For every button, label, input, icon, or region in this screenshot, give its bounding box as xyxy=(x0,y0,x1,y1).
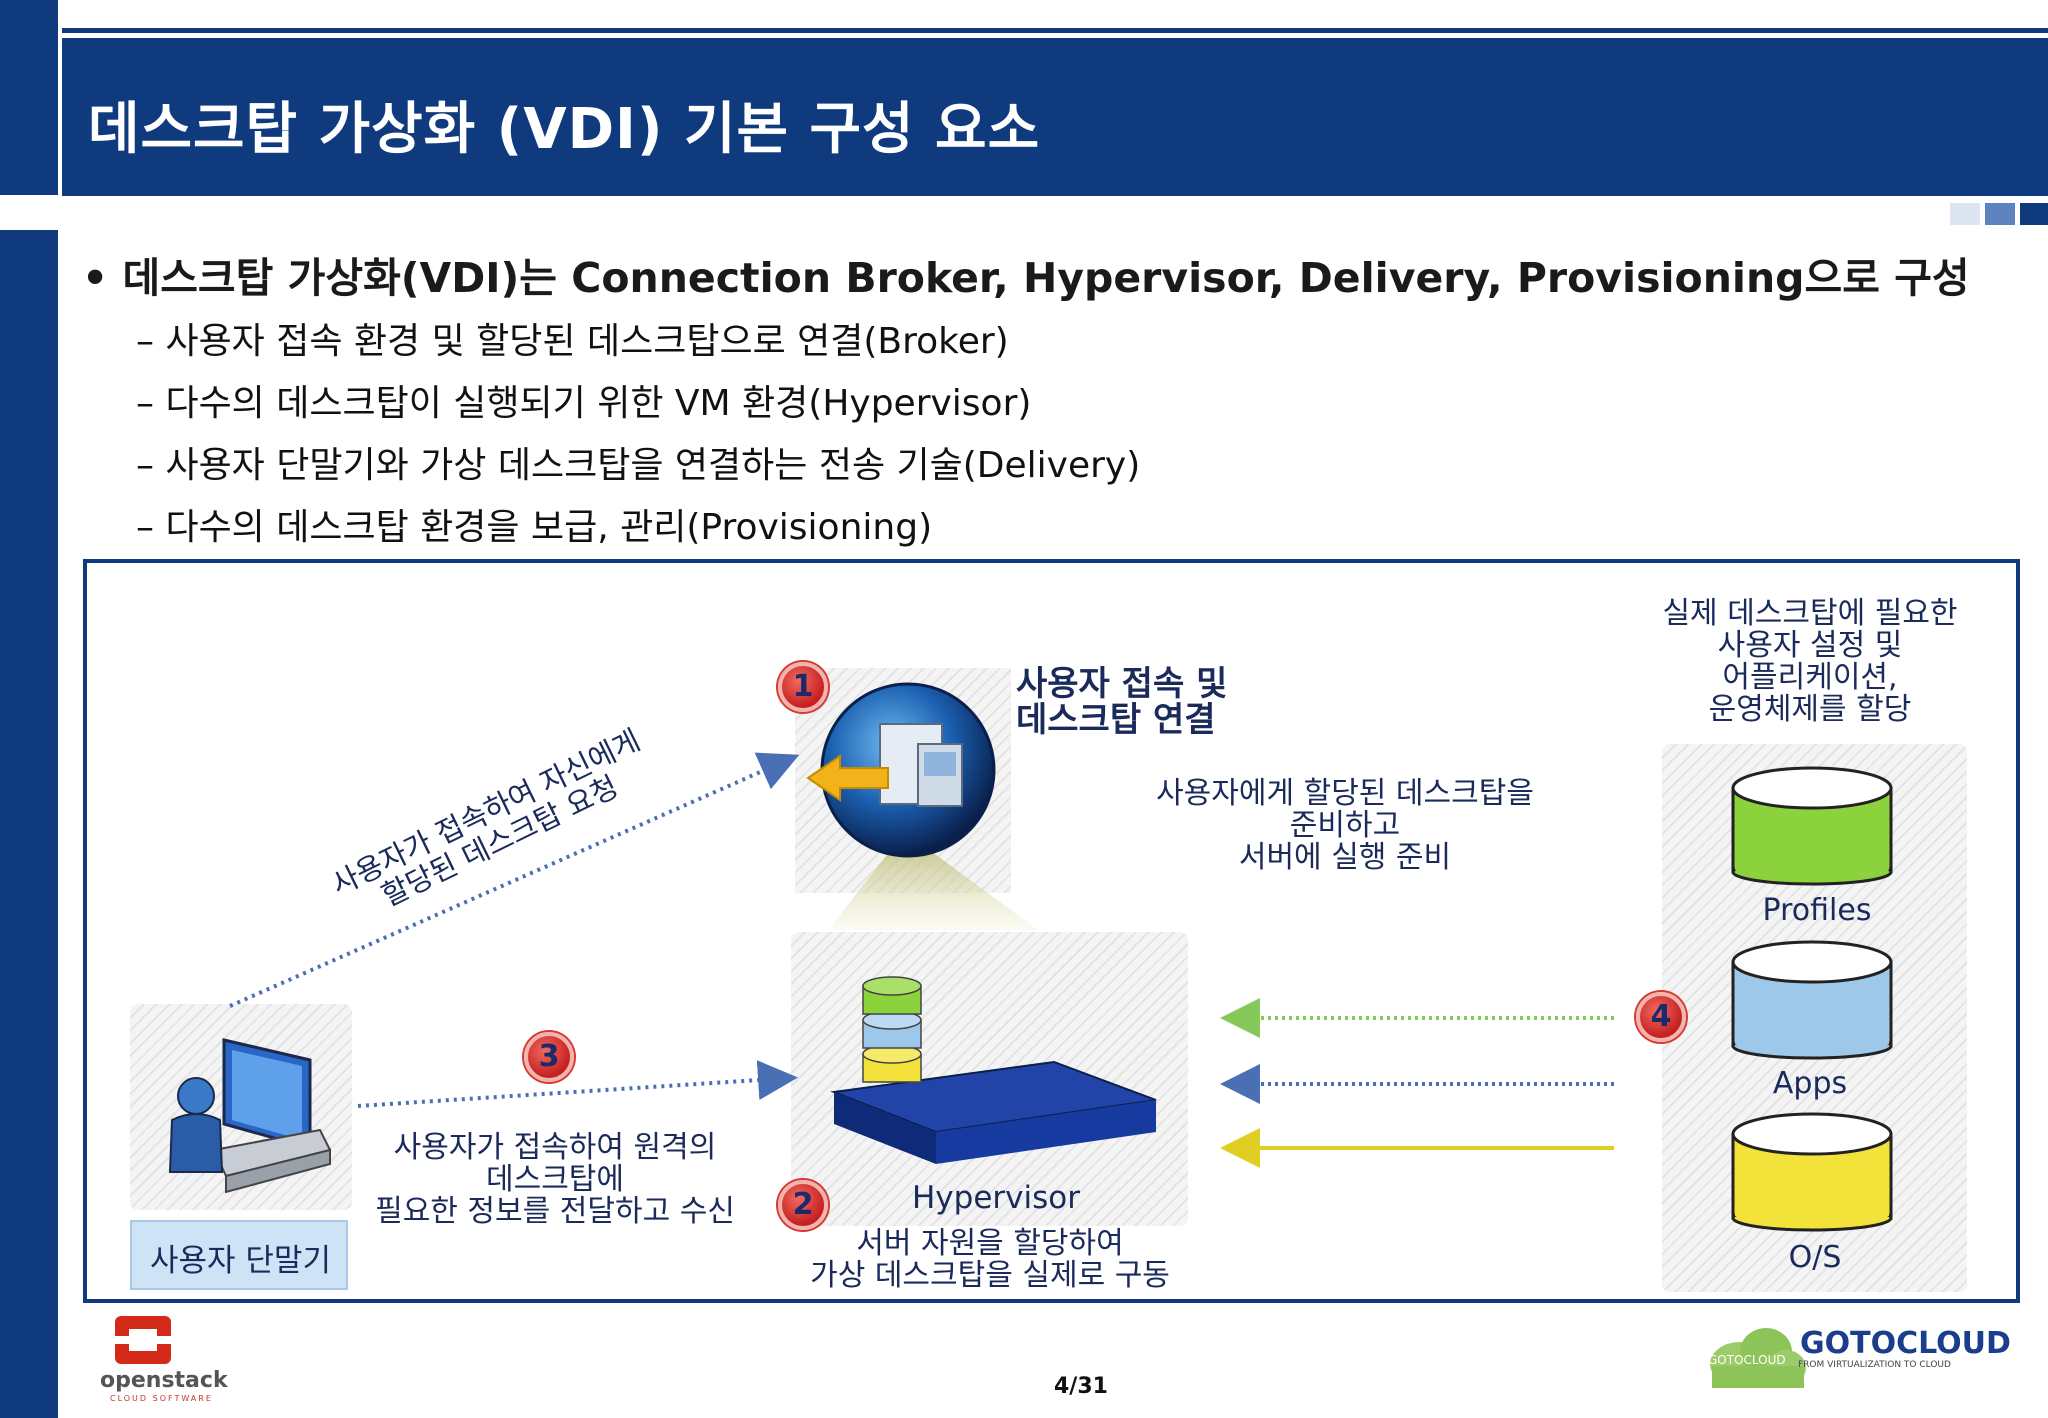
broker-note-line: 사용자에게 할당된 데스크탑을 xyxy=(1156,776,1534,811)
os-database-icon xyxy=(1731,1112,1893,1232)
sub-bullet: – 사용자 접속 환경 및 할당된 데스크탑으로 연결(Broker) xyxy=(136,321,1009,362)
broker-heading-line: 데스크탑 연결 xyxy=(1016,700,1216,740)
header-decoration-square xyxy=(1950,203,1980,225)
broker-heading-line: 사용자 접속 및 xyxy=(1016,664,1228,704)
delivery-arrow xyxy=(357,1060,798,1108)
sub-bullet: – 다수의 데스크탑이 실행되기 위한 VM 환경(Hypervisor) xyxy=(136,383,1032,424)
storage-note-line: 사용자 설정 및 xyxy=(1717,628,1903,663)
sub-bullet: – 사용자 단말기와 가상 데스크탑을 연결하는 전송 기술(Delivery) xyxy=(136,445,1141,486)
delivery-note-line: 사용자가 접속하여 원격의 xyxy=(393,1130,717,1165)
slide-title: 데스크탑 가상화 (VDI) 기본 구성 요소 xyxy=(88,97,1041,162)
broker-note-line: 서버에 실행 준비 xyxy=(1238,840,1452,875)
hypervisor-platform-icon xyxy=(830,976,1157,1164)
header-decoration-square xyxy=(1985,203,2015,225)
storage-note: 실제 데스크탑에 필요한 사용자 설정 및 어플리케이션, 운영체제를 할당 xyxy=(1600,598,2020,726)
storage-note-line: 운영체제를 할당 xyxy=(1708,692,1912,727)
profiles-database-icon xyxy=(1731,766,1893,886)
gotocloud-badge-text: GOTOCLOUD xyxy=(1708,1353,1786,1367)
profiles-label: Profiles xyxy=(1762,893,1872,928)
main-bullet: • 데스크탑 가상화(VDI)는 Connection Broker, Hype… xyxy=(82,254,1970,302)
delivery-note: 사용자가 접속하여 원격의 데스크탑에 필요한 정보를 전달하고 수신 xyxy=(330,1132,780,1228)
gotocloud-tagline: FROM VIRTUALIZATION TO CLOUD xyxy=(1798,1360,1951,1370)
delivery-note-line: 데스크탑에 xyxy=(486,1162,624,1197)
sub-bullet: – 다수의 데스크탑 환경을 보급, 관리(Provisioning) xyxy=(136,507,933,548)
storage-note-line: 실제 데스크탑에 필요한 xyxy=(1662,596,1958,631)
broker-note-line: 준비하고 xyxy=(1289,808,1401,843)
main-bullet-text: 데스크탑 가상화(VDI)는 Connection Broker, Hyperv… xyxy=(122,254,1970,302)
step-badge-1: 1 xyxy=(778,662,828,712)
header-top-rule xyxy=(62,28,2048,33)
hypervisor-label: Hypervisor xyxy=(912,1180,1080,1216)
apps-label: Apps xyxy=(1772,1066,1848,1101)
client-label-box xyxy=(130,1220,348,1290)
os-label: O/S xyxy=(1788,1240,1842,1275)
delivery-note-line: 필요한 정보를 전달하고 수신 xyxy=(375,1194,735,1229)
gotocloud-wordmark: GOTOCLOUD xyxy=(1800,1326,2011,1361)
gotocloud-logo-icon xyxy=(1710,1328,1806,1388)
storage-note-line: 어플리케이션, xyxy=(1722,660,1898,695)
hypervisor-note-line: 가상 데스크탑을 실제로 구동 xyxy=(810,1258,1170,1293)
title-banner xyxy=(62,38,2048,196)
broker-note: 사용자에게 할당된 데스크탑을 준비하고 서버에 실행 준비 xyxy=(1145,778,1545,874)
header-decoration-square xyxy=(2020,203,2048,225)
page-number: 4/31 xyxy=(1054,1374,1108,1399)
step-badge-2: 2 xyxy=(778,1180,828,1230)
client-label: 사용자 단말기 xyxy=(150,1243,331,1279)
hypervisor-note-line: 서버 자원을 할당하여 xyxy=(856,1226,1124,1261)
broker-server-icon xyxy=(806,682,996,858)
left-accent-bar xyxy=(0,0,58,195)
openstack-logo-icon xyxy=(115,1316,171,1364)
step-badge-3: 3 xyxy=(524,1032,574,1082)
openstack-tagline: CLOUD SOFTWARE xyxy=(110,1394,213,1403)
client-workstation-icon xyxy=(168,1038,332,1194)
apps-database-icon xyxy=(1731,940,1893,1060)
left-accent-bar-lower xyxy=(0,230,58,1418)
step-badge-4: 4 xyxy=(1636,992,1686,1042)
openstack-wordmark: openstack xyxy=(100,1368,228,1393)
hypervisor-note: 서버 자원을 할당하여 가상 데스크탑을 실제로 구동 xyxy=(780,1228,1200,1292)
broker-heading: 사용자 접속 및 데스크탑 연결 xyxy=(1016,666,1227,738)
broker-beam xyxy=(828,832,1038,930)
